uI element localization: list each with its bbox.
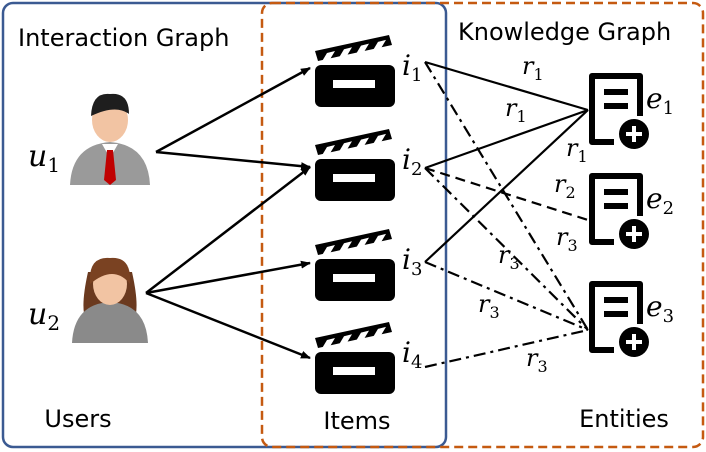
relation-label-i1-e3: r3 [556,223,578,255]
entity-label-e3: e3 [646,290,674,327]
item-label-i2: i2 [402,143,422,180]
relation-edge-i1-e1 [424,60,589,112]
relation-label-i2-e1: r1 [505,94,527,126]
relation-edge-i3-e3 [424,260,589,332]
entity-node-e3: e3 [589,281,674,357]
interaction-edge-u2-i3 [145,260,311,295]
item-label-i3: i3 [402,243,422,280]
relation-edge-i1-e3 [424,61,589,331]
item-node-i3: i3 [315,229,422,301]
nodes-layer: u1 u2 i1 i2 i3 i4 e1 e2 e3 [28,35,674,394]
clapperboard-icon [315,129,395,201]
relation-label-i1-e1: r1 [522,52,544,84]
relation-label-i2-e2: r2 [554,170,576,202]
entity-node-e1: e1 [589,73,674,149]
user-label-u1: u1 [28,139,60,177]
entity-node-e2: e2 [589,173,674,249]
interaction-edge-u1-i2 [155,150,311,171]
relation-edge-i3-e1 [424,109,589,263]
relation-edge-i4-e3 [424,328,589,369]
relation-label-i4-e3: r3 [526,344,548,376]
interaction-edge-u1-i1 [155,66,311,154]
person-avatar-icon [72,257,148,343]
interaction-edge-u2-i2 [145,166,311,294]
relation-label-i3-e3: r3 [478,290,500,322]
user-node-u2: u2 [28,257,148,343]
item-node-i2: i2 [315,129,422,201]
knowledge-graph-title: Knowledge Graph [458,18,671,46]
clapperboard-icon [315,35,395,107]
entity-label-e1: e1 [646,82,674,119]
clapperboard-icon [315,229,395,301]
relation-label-i2-e3: r3 [498,241,520,273]
document-add-icon [589,173,649,249]
user-node-u1: u1 [28,93,150,185]
person-avatar-icon [70,93,150,185]
interaction-edge-u2-i4 [145,291,311,360]
clapperboard-icon [315,322,395,394]
document-add-icon [589,281,649,357]
document-add-icon [589,73,649,149]
entity-label-e2: e2 [646,182,674,219]
user-label-u2: u2 [28,297,60,335]
knowledge-graph-box [260,1,705,449]
edges-layer: r1 r1 r1 r2 r3 r3 r3 r3 [145,52,589,376]
item-node-i1: i1 [315,35,422,107]
relation-label-i3-e1: r1 [566,134,588,166]
item-node-i4: i4 [315,322,422,394]
entities-label: Entities [579,405,669,433]
relation-edge-i2-e1 [424,108,589,170]
interaction-graph-title: Interaction Graph [18,24,229,52]
interaction-graph-box [1,1,448,449]
users-label: Users [44,405,111,433]
item-label-i4: i4 [402,336,422,373]
items-label: Items [323,407,390,435]
item-label-i1: i1 [402,49,422,86]
